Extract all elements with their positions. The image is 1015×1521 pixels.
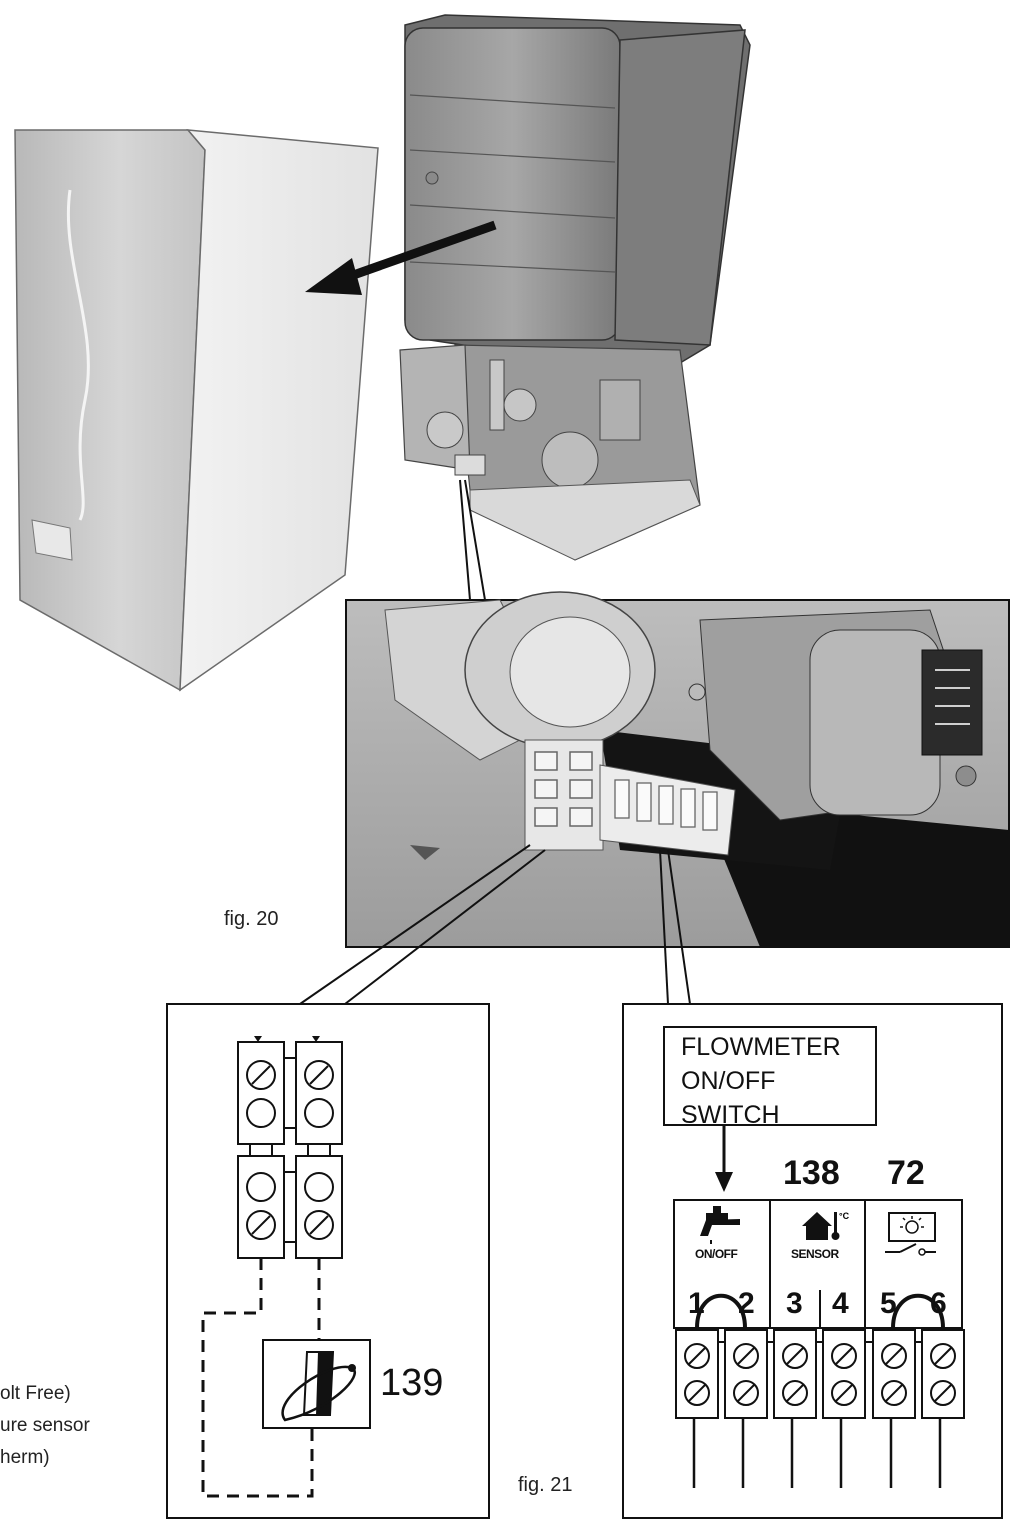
left-terminal-detail [166,1003,490,1519]
front-cover-panel [14,129,379,692]
flowmeter-label-box: FLOWMETER ON/OFF SWITCH [663,1026,877,1129]
side-text-line2: ure sensor [0,1415,90,1436]
terminal-6: 6 [930,1287,947,1320]
remove-cover-arrow [305,220,497,295]
sensor-icon-label: SENSOR [791,1247,839,1261]
flowmeter-line-1: FLOWMETER [681,1033,841,1061]
tap-icon [700,1206,740,1244]
onoff-icon-label: ON/OFF [695,1247,738,1261]
side-text-line1: olt Free) [0,1383,71,1404]
terminal-5: 5 [880,1287,897,1320]
right-terminal-detail: °C [622,1003,1003,1519]
boiler-body [399,14,751,561]
svg-text:°C: °C [839,1211,850,1221]
label-138: 138 [783,1154,840,1192]
terminal-4: 4 [832,1287,849,1320]
outdoor-sensor-icon [262,1339,371,1429]
terminal-1: 1 [688,1287,705,1320]
flowmeter-line-2: ON/OFF [681,1067,776,1095]
label-72: 72 [887,1154,925,1192]
zoom-terminal-view [345,591,1010,948]
fig21-caption: fig. 21 [518,1474,573,1496]
terminal-3: 3 [786,1287,803,1320]
house-thermometer-icon: °C [802,1211,850,1240]
sensor-number-139: 139 [380,1362,444,1404]
terminal-2: 2 [738,1287,755,1320]
flowmeter-line-3: SWITCH [681,1101,780,1129]
fig20-caption: fig. 20 [224,908,279,930]
room-thermostat-icon [885,1212,936,1256]
side-text-line3: herm) [0,1447,50,1468]
